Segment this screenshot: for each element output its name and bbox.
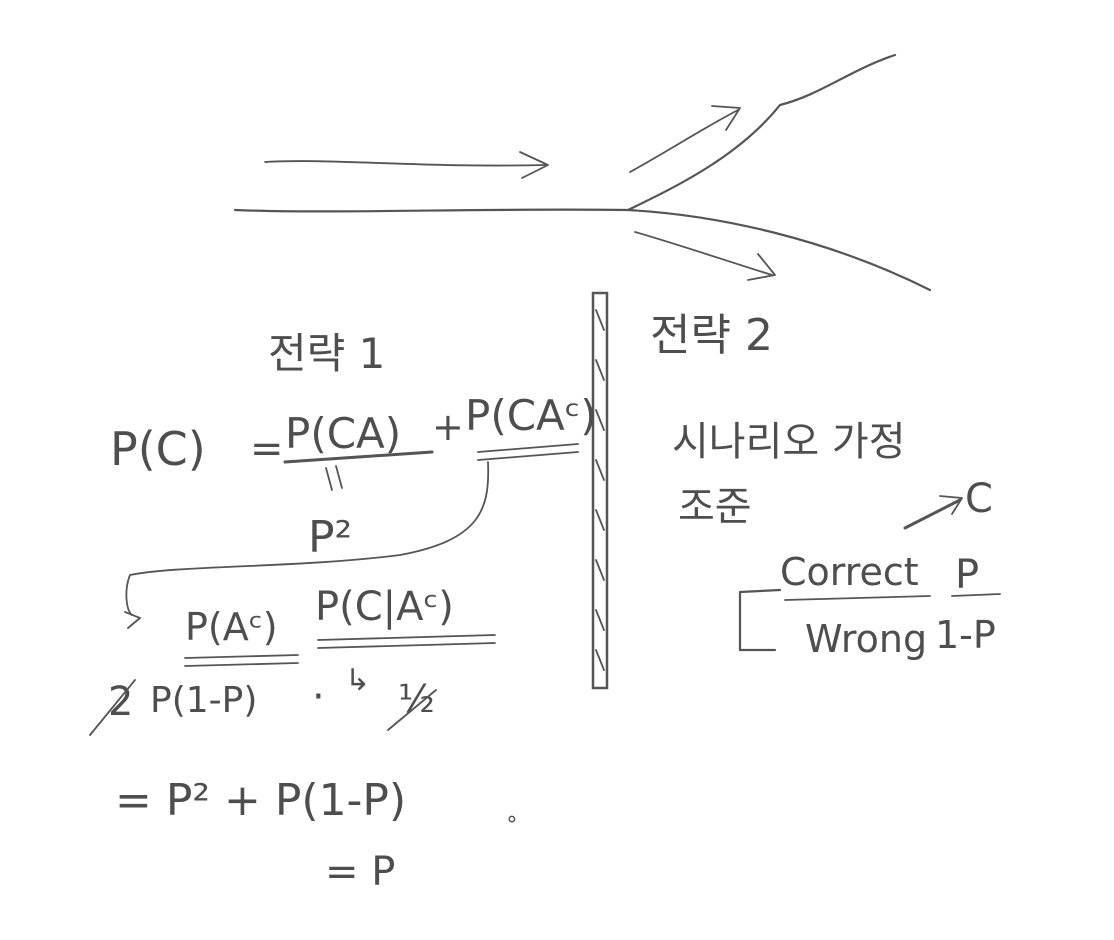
pca-underline <box>283 450 434 464</box>
correct-label: Correct <box>780 550 919 594</box>
trunk-line <box>233 208 630 213</box>
result-line1: = P² + P(1-P) <box>115 775 406 826</box>
pcgiven-term: P(C|Aᶜ) <box>315 584 454 630</box>
scenario-text: 시나리오 가정 <box>672 419 906 465</box>
bracket <box>738 588 782 652</box>
lower-arrow <box>634 231 773 276</box>
one-minus-p-label: 1-P <box>935 613 996 657</box>
p-underline <box>951 593 1001 597</box>
pac-term: P(Aᶜ) <box>185 605 278 649</box>
plus-sign: + <box>432 405 464 449</box>
p-squared: P² <box>308 512 352 563</box>
strategy2-heading: 전략 2 <box>650 310 773 361</box>
equals-sign: = <box>250 426 284 472</box>
aim-text: 조준 <box>678 484 752 530</box>
two-strike <box>89 679 136 736</box>
upper-branch <box>626 53 897 212</box>
p-one-minus-p: P(1-P) <box>150 680 257 721</box>
lower-branch <box>626 208 932 292</box>
correct-underline <box>784 595 931 601</box>
pcac-term: P(CAᶜ) <box>465 391 597 440</box>
curved-connector <box>125 461 490 616</box>
branch-diagram <box>233 53 932 292</box>
arrow-top-left <box>264 160 546 167</box>
lower-arrow-head <box>747 253 776 281</box>
c-arrow <box>903 498 962 530</box>
pc-term: P(C) <box>110 422 206 476</box>
wrong-label: Wrong <box>805 617 927 661</box>
c-label: C <box>965 476 993 522</box>
upper-arrow-head <box>711 105 741 131</box>
arrow-top-left-head <box>519 151 549 179</box>
vertical-divider <box>591 291 609 690</box>
p-label: P <box>955 552 979 598</box>
half-strike <box>387 689 437 731</box>
pcac-underline <box>477 443 579 461</box>
upper-arrow <box>629 109 739 173</box>
connector-arrowhead <box>124 611 141 629</box>
dot-mark: ∘ <box>505 807 519 832</box>
c-arrowhead <box>939 495 963 515</box>
one-half: ½ <box>398 677 435 721</box>
pcgiven-underline <box>317 634 496 649</box>
multiply-dot: · <box>312 674 325 720</box>
strategy1-heading: 전략 1 <box>268 329 385 378</box>
result-line2: = P <box>325 849 395 895</box>
arrow-mark: ↳ <box>345 663 370 698</box>
equals-rotated <box>325 465 343 491</box>
pac-underline <box>184 654 299 667</box>
pca-term: P(CA) <box>285 409 401 458</box>
